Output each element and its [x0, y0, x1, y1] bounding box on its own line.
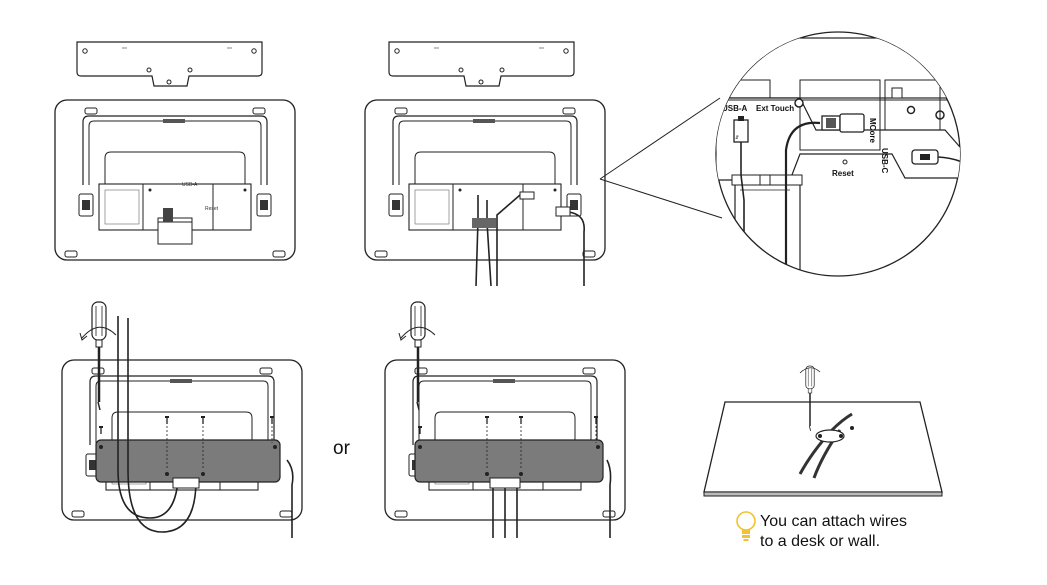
step4-panel: [384, 300, 626, 538]
module-label: USB-A: [182, 182, 198, 188]
port-label-usb-c: USB-C: [880, 148, 889, 174]
port-label-micro: MCore: [868, 118, 877, 143]
module-label: Reset: [205, 206, 219, 212]
cable-cover-installed: [95, 439, 281, 483]
cable-cover-plate: [76, 41, 263, 87]
lightbulb-icon: [736, 511, 756, 541]
step1-panel: USB-A Reset: [54, 41, 296, 261]
tip-line-1: You can attach wires: [760, 513, 908, 530]
or-separator: or: [333, 438, 350, 459]
step2-panel: [364, 41, 723, 287]
step3-panel: [61, 300, 303, 538]
port-label-usb-a: USB-A: [722, 104, 748, 113]
svg-text:⇵: ⇵: [735, 135, 739, 141]
monitor-back: [364, 99, 606, 261]
tip-text: You can attach wires to a desk or wall.: [760, 512, 1010, 552]
tip-line-2: to a desk or wall.: [760, 533, 881, 550]
cable-cover-installed: [414, 439, 604, 483]
reset-label: Reset: [832, 169, 854, 178]
port-label-ext-touch: Ext Touch: [756, 104, 794, 113]
cable-cover-plate: [388, 41, 575, 87]
desk-mount-panel: [703, 365, 943, 497]
zoom-callout: ⇵ USB-A Ext Touch MCore USB-C Reset: [715, 31, 961, 277]
